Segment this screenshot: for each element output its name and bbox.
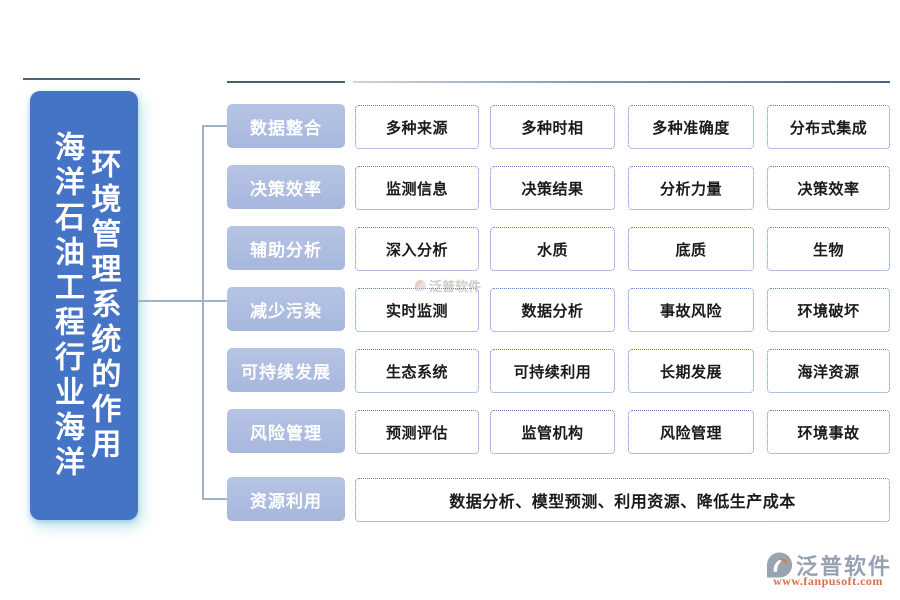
item-box: 环境破坏	[767, 288, 890, 332]
brand-url: www.fanpusoft.com	[773, 574, 883, 588]
watermark-text: 泛普软件	[429, 279, 482, 294]
category-label: 风险管理	[227, 409, 345, 453]
connector-top-stub	[202, 125, 227, 127]
title-column-2: 环境管理系统的作用	[86, 148, 120, 463]
watermark: 泛普软件	[415, 276, 481, 295]
top-divider-left	[23, 78, 140, 80]
category-label: 辅助分析	[227, 226, 345, 270]
category-label: 数据整合	[227, 104, 345, 148]
item-box: 海洋资源	[767, 349, 890, 393]
item-box: 风险管理	[628, 410, 754, 454]
title-column-1: 海洋石油工程行业海洋	[50, 130, 83, 481]
watermark-logo-icon	[415, 280, 426, 291]
item-box: 分析力量	[628, 166, 754, 210]
item-box: 决策效率	[767, 166, 890, 210]
category-label: 决策效率	[227, 165, 345, 209]
item-box: 环境事故	[767, 410, 890, 454]
item-box: 水质	[490, 227, 615, 271]
connector-root-line	[138, 300, 227, 302]
item-box: 多种准确度	[628, 105, 754, 149]
item-box: 监测信息	[355, 166, 479, 210]
connector-bottom-stub	[202, 498, 227, 500]
connector-vertical-line	[202, 126, 204, 499]
item-box: 长期发展	[628, 349, 754, 393]
item-box: 生物	[767, 227, 890, 271]
item-box: 深入分析	[355, 227, 479, 271]
item-box: 事故风险	[628, 288, 754, 332]
item-box: 决策结果	[490, 166, 615, 210]
category-label: 减少污染	[227, 287, 345, 331]
item-box: 实时监测	[355, 288, 479, 332]
top-divider-right	[353, 81, 890, 83]
fanpu-logo-icon	[766, 552, 793, 578]
item-box: 数据分析	[490, 288, 615, 332]
item-box: 监管机构	[490, 410, 615, 454]
brand-name: 泛普软件	[796, 554, 893, 579]
item-box: 分布式集成	[767, 105, 890, 149]
item-box: 多种时相	[490, 105, 615, 149]
item-box: 底质	[628, 227, 754, 271]
diagram-title-box: 海洋石油工程行业海洋 环境管理系统的作用	[30, 91, 138, 520]
brand-logo: 泛普软件	[766, 549, 892, 581]
category-label: 资源利用	[227, 477, 345, 521]
item-box: 生态系统	[355, 349, 479, 393]
item-box: 可持续利用	[490, 349, 615, 393]
top-divider-middle	[227, 81, 345, 83]
item-box-wide: 数据分析、模型预测、利用资源、降低生产成本	[355, 478, 890, 522]
item-box: 多种来源	[355, 105, 479, 149]
category-label: 可持续发展	[227, 348, 345, 392]
item-box: 预测评估	[355, 410, 479, 454]
